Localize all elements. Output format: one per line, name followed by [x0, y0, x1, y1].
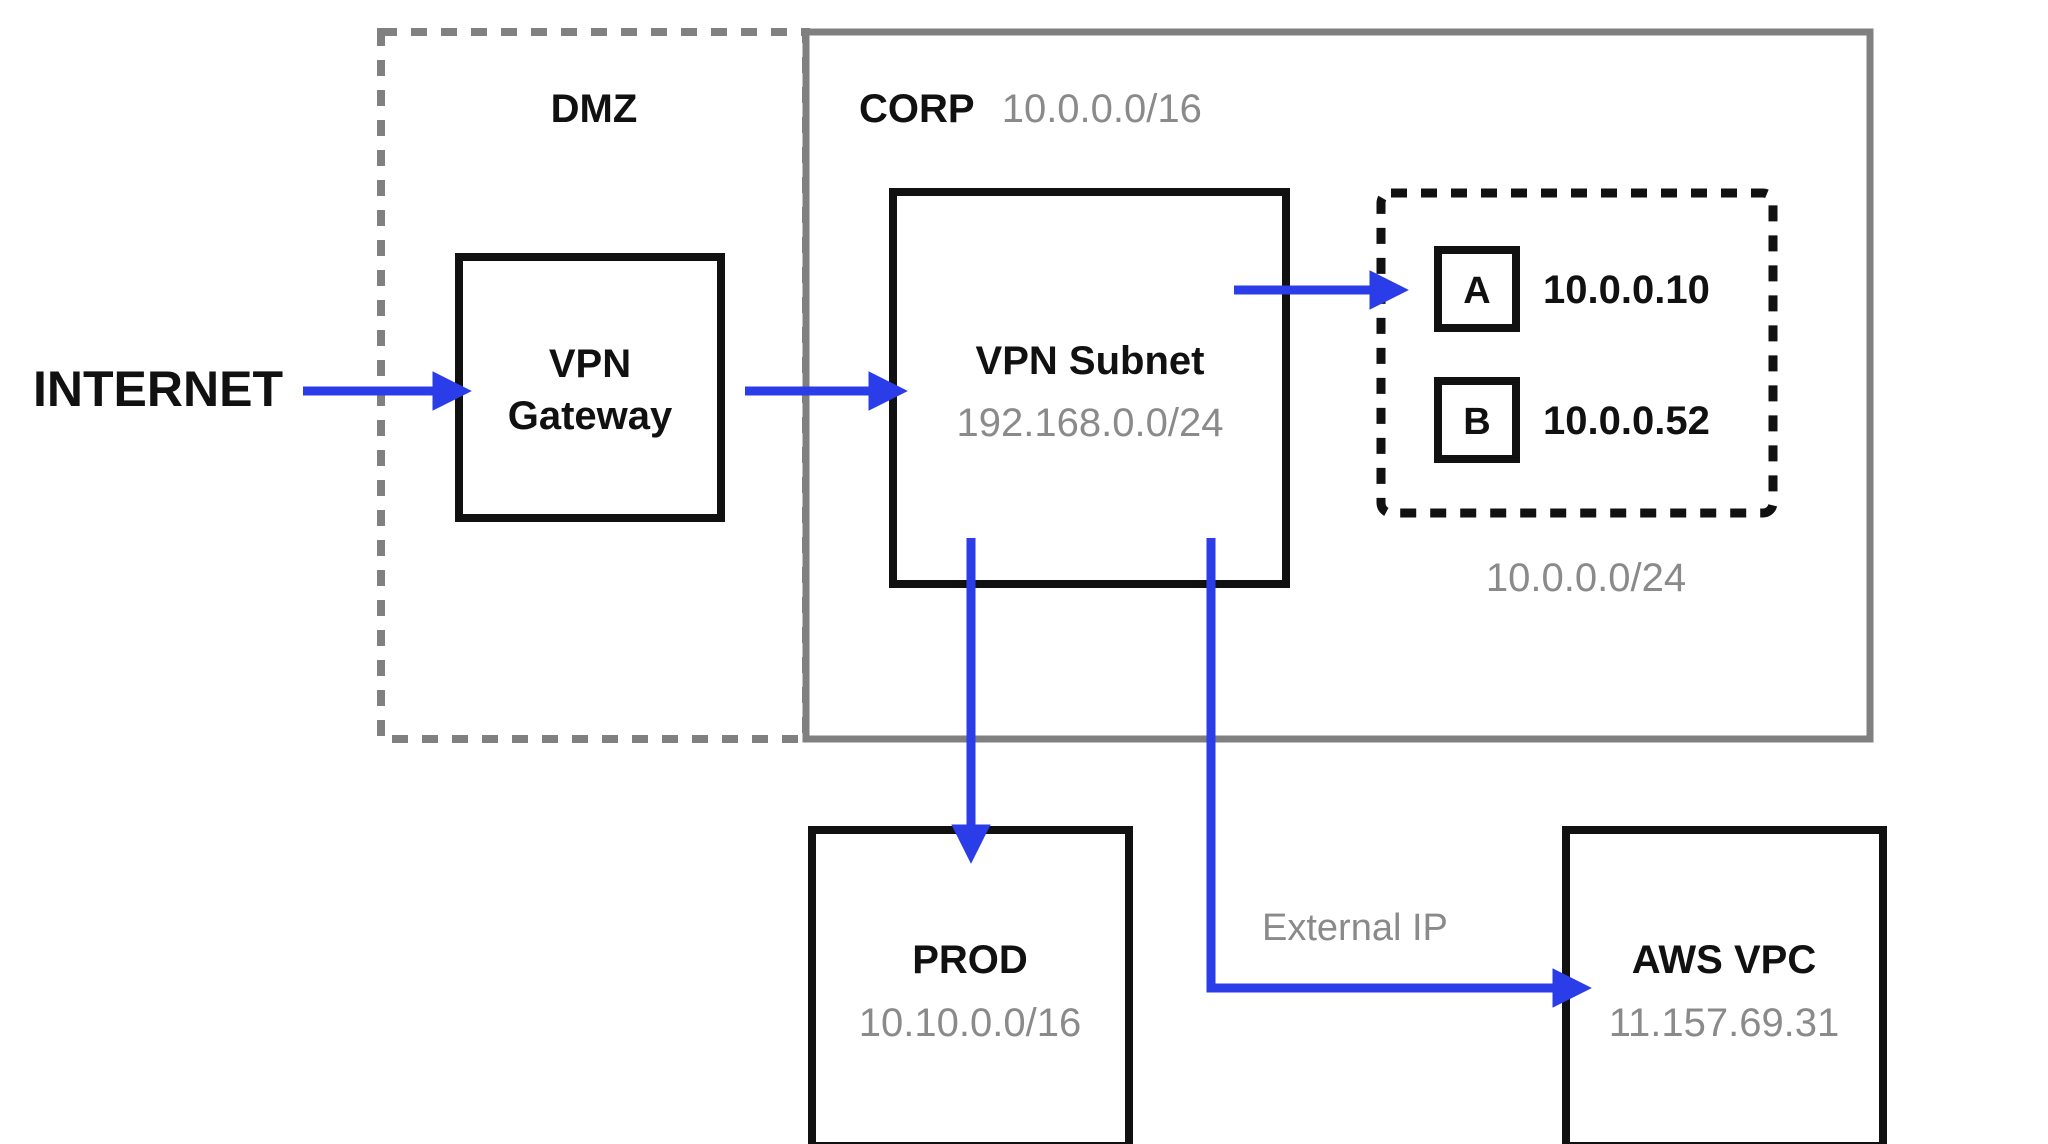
corp-cidr: 10.0.0.0/16	[1002, 87, 1202, 131]
vpn-subnet-label: VPN Subnet	[976, 339, 1205, 383]
prod-label: PROD	[912, 938, 1028, 982]
vpn-gateway-box[interactable]	[455, 253, 725, 522]
arrow-subnet-to-aws	[1206, 538, 1592, 1008]
dmz-zone	[377, 28, 810, 743]
vpn-subnet-cidr: 192.168.0.0/24	[957, 401, 1224, 445]
corp-title: CORP	[859, 87, 975, 131]
corp-label: CORP 10.0.0.0/16	[859, 87, 1202, 131]
host-b-badge-box	[1434, 377, 1520, 463]
host-b-badge: B	[1463, 401, 1490, 443]
vpn-gateway-line2: Gateway	[508, 394, 673, 438]
host-a-badge: A	[1463, 270, 1490, 312]
dmz-label: DMZ	[551, 87, 638, 131]
host-b-ip: 10.0.0.52	[1543, 399, 1710, 443]
vpn-subnet-box[interactable]	[889, 188, 1290, 588]
host-a-badge-box	[1434, 246, 1520, 332]
external-ip-label: External IP	[1262, 907, 1448, 949]
vpn-gateway-line1: VPN	[549, 342, 631, 386]
host-row-a[interactable]: A 10.0.0.10	[1434, 246, 1710, 332]
prod-cidr: 10.10.0.0/16	[859, 1001, 1081, 1045]
internet-label: INTERNET	[33, 361, 283, 417]
prod-box[interactable]	[808, 826, 1133, 1144]
host-group-box	[1376, 188, 1778, 518]
host-a-ip: 10.0.0.10	[1543, 268, 1710, 312]
aws-vpc-box[interactable]	[1562, 826, 1887, 1144]
aws-vpc-ip: 11.157.69.31	[1609, 1001, 1840, 1045]
host-group-cidr: 10.0.0.0/24	[1486, 556, 1686, 600]
aws-vpc-label: AWS VPC	[1632, 938, 1816, 982]
host-row-b[interactable]: B 10.0.0.52	[1434, 377, 1710, 463]
